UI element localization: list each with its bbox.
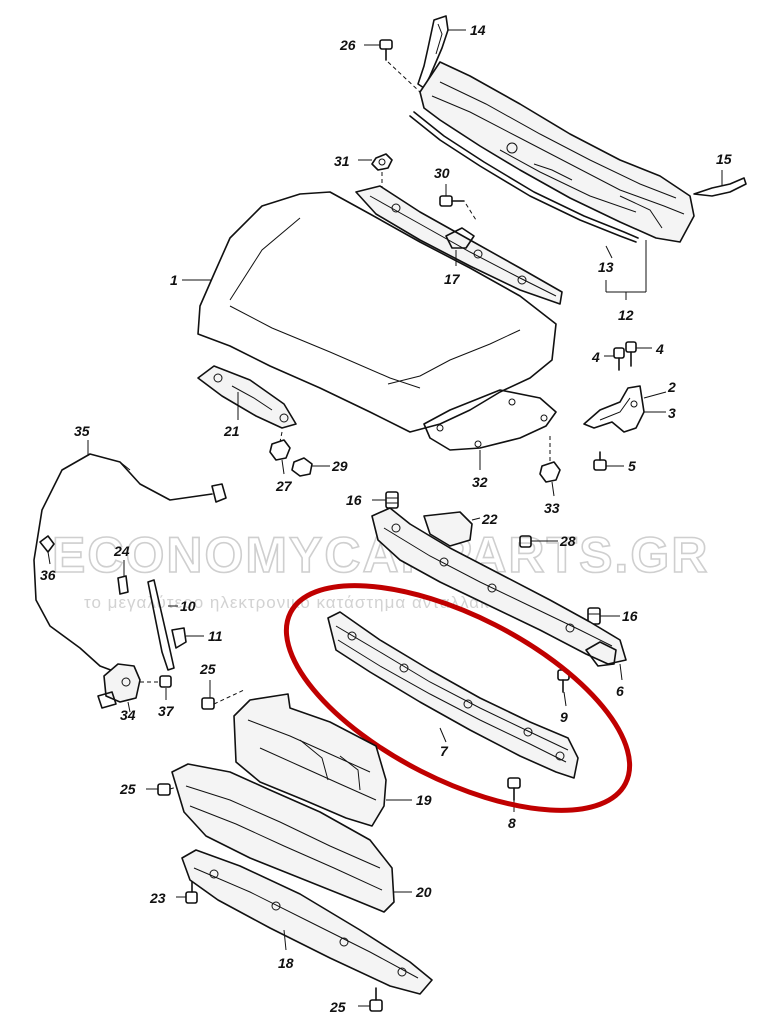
label-33: 33	[544, 500, 560, 516]
label-34: 34	[120, 707, 136, 723]
part-19-air-guide	[233, 693, 412, 827]
label-28: 28	[559, 533, 576, 549]
part-1-hood	[182, 191, 557, 433]
label-37: 37	[158, 703, 175, 719]
label-24: 24	[113, 543, 130, 559]
label-13: 13	[598, 259, 614, 275]
part-34-hood-lock	[97, 663, 141, 713]
label-29: 29	[331, 458, 348, 474]
label-22: 22	[481, 511, 498, 527]
label-11: 11	[208, 628, 223, 644]
label-7: 7	[440, 743, 449, 759]
part-9-screw	[557, 669, 570, 707]
part-27-clip	[269, 431, 291, 475]
label-25c: 25	[329, 999, 346, 1015]
part-36-clip	[39, 535, 55, 565]
label-4b: 4	[655, 341, 664, 357]
part-16-bumper-rubber-right	[587, 607, 620, 625]
part-26-screw	[364, 39, 421, 93]
part-15-washer-nozzle	[693, 170, 747, 197]
label-16a: 16	[346, 492, 362, 508]
label-25b: 25	[119, 781, 136, 797]
part-5-bolt	[593, 451, 624, 471]
label-4a: 4	[591, 349, 600, 365]
label-36: 36	[40, 567, 56, 583]
label-1: 1	[170, 272, 178, 288]
part-21-latch-bracket	[197, 365, 297, 429]
label-12: 12	[618, 307, 634, 323]
label-8: 8	[508, 815, 516, 831]
part-35-release-cable	[33, 440, 227, 673]
part-4-bolts	[604, 341, 652, 371]
label-32: 32	[472, 474, 488, 490]
part-8-screw	[507, 777, 521, 812]
part-37-bolt	[140, 675, 172, 700]
label-30: 30	[434, 165, 450, 181]
part-29-nut	[291, 457, 330, 477]
highlight-ellipse-part-7	[283, 583, 633, 813]
label-3a: 3	[668, 405, 676, 421]
part-33-clip	[539, 436, 561, 497]
part-30-bolt	[439, 184, 477, 221]
part-25-bolt-lower	[358, 987, 383, 1012]
callout-labels: 14 26 15 31 30 13 17 1 12 4 4 2 3 21 35 …	[40, 22, 732, 1015]
part-20-lower-air-guide	[171, 763, 412, 913]
part-13-weatherstrip	[409, 111, 647, 300]
label-25a: 25	[199, 661, 216, 677]
label-23: 23	[149, 890, 166, 906]
label-26: 26	[339, 37, 356, 53]
label-14: 14	[470, 22, 486, 38]
part-2-hood-hinge	[583, 385, 667, 433]
part-28-bolt	[519, 535, 558, 548]
part-31-nut	[358, 153, 393, 190]
label-9: 9	[560, 709, 568, 725]
part-24-stay-holder	[117, 560, 129, 595]
part-12-cowl-panel	[419, 61, 695, 243]
part-11-stay-clip	[171, 627, 204, 649]
label-10: 10	[180, 598, 196, 614]
label-2: 2	[667, 379, 676, 395]
part-7-front-crossmember	[327, 611, 579, 779]
label-16b: 16	[622, 608, 638, 624]
label-6: 6	[616, 683, 624, 699]
part-32-insulator	[423, 389, 557, 470]
part-10-hood-stay	[147, 579, 178, 671]
label-21: 21	[223, 423, 240, 439]
label-17: 17	[444, 271, 461, 287]
label-31: 31	[334, 153, 350, 169]
part-18-lower-bar	[181, 849, 433, 995]
part-25-bolt-middle	[146, 783, 181, 796]
label-5: 5	[628, 458, 636, 474]
label-27: 27	[275, 478, 293, 494]
label-18: 18	[278, 955, 294, 971]
label-19: 19	[416, 792, 432, 808]
part-16-bumper-rubber	[372, 491, 399, 509]
part-6-upper-radiator-support	[371, 507, 627, 681]
label-20: 20	[415, 884, 432, 900]
label-35: 35	[74, 423, 90, 439]
part-22-lock-support	[423, 511, 481, 547]
part-17-seal-strip	[355, 185, 563, 305]
part-25-bolt-upper	[201, 680, 245, 710]
label-15: 15	[716, 151, 732, 167]
